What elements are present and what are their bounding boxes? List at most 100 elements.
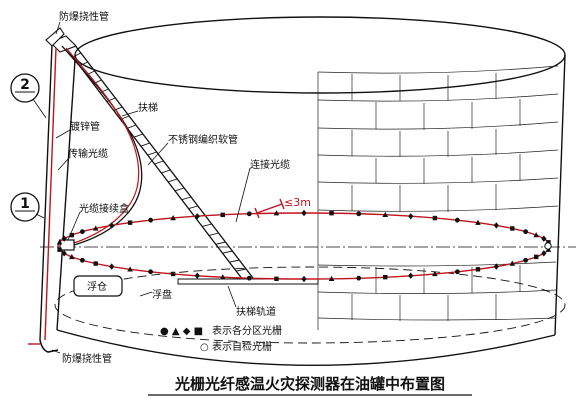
grating-sensor-triangle [69,253,75,260]
tank-body [56,16,566,366]
ladder-rung [215,241,226,245]
ladder-rung [140,142,150,147]
tank-bottom-rim [56,329,556,366]
grating-sensor-circle [79,229,85,235]
grating-sensor-circle [356,211,362,217]
label-ladder: 扶梯 [138,101,158,114]
ladder-rung [188,205,199,210]
grating-sensor-square [383,274,388,280]
legend-self-check-symbol: ○ [200,342,209,353]
grating-sensor-circle [79,257,85,263]
grating-sensor-triangle [533,232,539,238]
steel-braided-hose [61,45,143,246]
legend-self-check-text: 表示自检光栅 [212,340,272,353]
label-galvanized-pipe: 镀锌管 [70,120,100,133]
grating-sensor-triangle [328,275,335,281]
grating-sensor-square [127,220,133,225]
spacing-marker [254,198,285,219]
grating-sensor-diamond [301,275,307,283]
label-connecting-cable: 连接光缆 [250,158,290,171]
grating-sensor-diamond [109,263,115,270]
grating-sensor-square [274,276,279,281]
leader-lines [51,21,251,354]
ladder-rung [174,187,185,192]
grating-sensor-circle [148,217,154,223]
ladder-rung [147,151,157,156]
explosion-hose-bottom-shape [39,339,59,353]
grating-sensor-square [220,212,225,218]
label-steel-hose: 不锈钢编织软管 [168,133,238,146]
grating-sensor-square [510,226,515,231]
grating-sensor-circle [148,269,154,275]
grating-sensor-square [93,261,98,266]
self-check-grating [544,242,552,250]
ladder-rung [222,250,233,254]
grating-sensor-diamond [61,250,67,257]
grating-sensor-diamond [408,272,414,279]
ladder-rung [127,124,137,129]
grating-sensor-square [546,240,551,245]
tank-top-rim [74,16,566,94]
grating-sensor-circle [454,269,460,275]
label-spacing: ≤3m [284,196,311,209]
grating-sensor-diamond [493,263,499,270]
legend-zone-text: 表示各分区光栅 [212,324,282,337]
grating-sensor-diamond [493,222,499,229]
grating-sensor-square [69,232,75,238]
grating-sensor-diamond [408,213,414,220]
grating-sensor-triangle [92,225,99,231]
grating-sensor-square [329,211,334,216]
grating-sensor-circle [454,217,460,223]
grating-sensor-diamond [194,272,200,279]
grating-sensor-circle [523,229,529,235]
grating-sensor-triangle [382,211,389,218]
grating-sensor-square [533,254,539,260]
ladder-rung [236,268,247,272]
grating-sensor-square [475,267,481,272]
grating-sensor-diamond [61,235,67,242]
grating-sensor-diamond [301,209,307,217]
wall-brick-hatch [317,65,559,330]
floating-roof-outline [54,266,566,344]
grating-sensor-circle [356,275,362,281]
callout-2-number: 2 [20,77,30,93]
hose-inner-fiber [65,47,140,244]
label-junction-box: 光缆接续盒 [79,202,129,215]
grating-sensor-triangle [56,239,63,245]
transmission-cable [44,47,57,341]
grating-sensor-diamond [541,250,547,257]
grating-sensor-triangle [219,274,226,280]
ladder-rung [202,223,212,227]
label-float-chamber: 浮仓 [87,280,107,293]
grating-sensor-triangle [432,270,438,277]
grating-sensor-square [57,247,62,252]
section-callout-2: 2 [10,73,47,119]
legend: ● ▲ ◆ ■ 表示各分区光栅 ○ 表示自检光栅 [160,324,282,353]
ladder-rung [167,178,178,183]
grating-sensor-diamond [109,222,115,229]
ladder-rung [154,160,164,165]
ladder-rung [208,232,219,236]
grating-sensor-circle [246,211,252,217]
grating-sensor-circle [523,257,529,263]
ladder-rung [133,133,144,138]
tank-wall-left [56,59,76,331]
grating-sensors [56,209,552,283]
label-floating-roof: 浮盘 [152,288,172,301]
label-explosion-hose-top: 防爆挠性管 [59,10,109,23]
grating-sensor-diamond [541,235,547,242]
grating-sensor-diamond [194,213,200,220]
galvanized-pipe [39,44,53,341]
callout-1-number: 1 [20,196,30,212]
grating-sensor-triangle [127,266,133,272]
float-chamber-box [73,275,123,297]
ladder-rung [161,169,171,174]
tank-wall-right [554,54,566,336]
ladder-rung [229,259,240,263]
legend-zone-symbols: ● ▲ ◆ ■ [160,326,203,337]
grating-sensor-triangle [509,260,516,266]
label-transmission-cable: 传输光缆 [68,147,108,160]
label-explosion-hose-bottom: 防爆挠性管 [62,352,112,365]
junction-box [59,239,75,251]
grating-sensor-square [170,271,176,277]
